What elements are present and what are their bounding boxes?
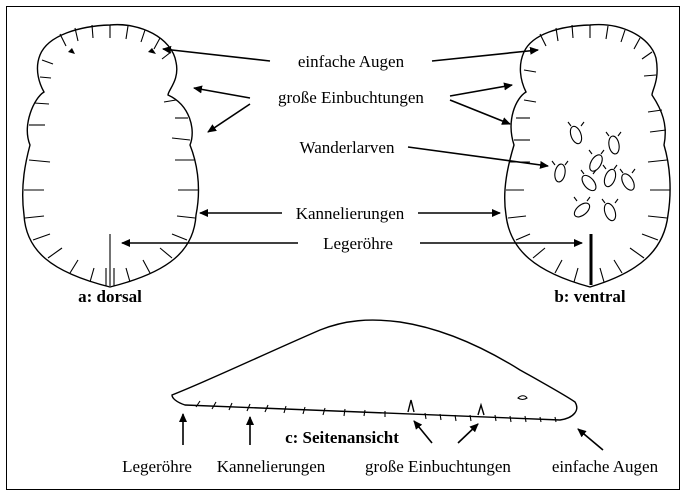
bottom-label-grosse-einbuchtungen: große Einbuchtungen: [365, 457, 511, 476]
dorsal-body-outline: [23, 25, 199, 287]
side-eye-icon: [518, 396, 527, 400]
label-einfache-augen: einfache Augen: [298, 52, 405, 71]
side-body-outline: [172, 320, 577, 420]
side-view: [172, 320, 577, 422]
dorsal-eye-right-icon: [148, 48, 156, 54]
bottom-label-legeroehre: Legeröhre: [122, 457, 192, 476]
ventral-body-outline: [505, 25, 670, 287]
bottom-label-einfache-augen: einfache Augen: [552, 457, 659, 476]
label-seitenansicht: c: Seitenansicht: [285, 428, 399, 447]
dorsal-eye-left-icon: [68, 48, 75, 54]
label-grosse-einbuchtungen: große Einbuchtungen: [278, 88, 424, 107]
bottom-label-kannelierungen: Kannelierungen: [217, 457, 326, 476]
ventral-view: [505, 25, 670, 287]
label-wanderlarven: Wanderlarven: [300, 138, 395, 157]
crawler-larvae-group: [552, 122, 637, 222]
label-dorsal: a: dorsal: [78, 287, 142, 306]
label-ventral: b: ventral: [554, 287, 626, 306]
dorsal-view: [23, 25, 199, 287]
label-kannelierungen: Kannelierungen: [296, 204, 405, 223]
label-legeroehre: Legeröhre: [323, 234, 393, 253]
